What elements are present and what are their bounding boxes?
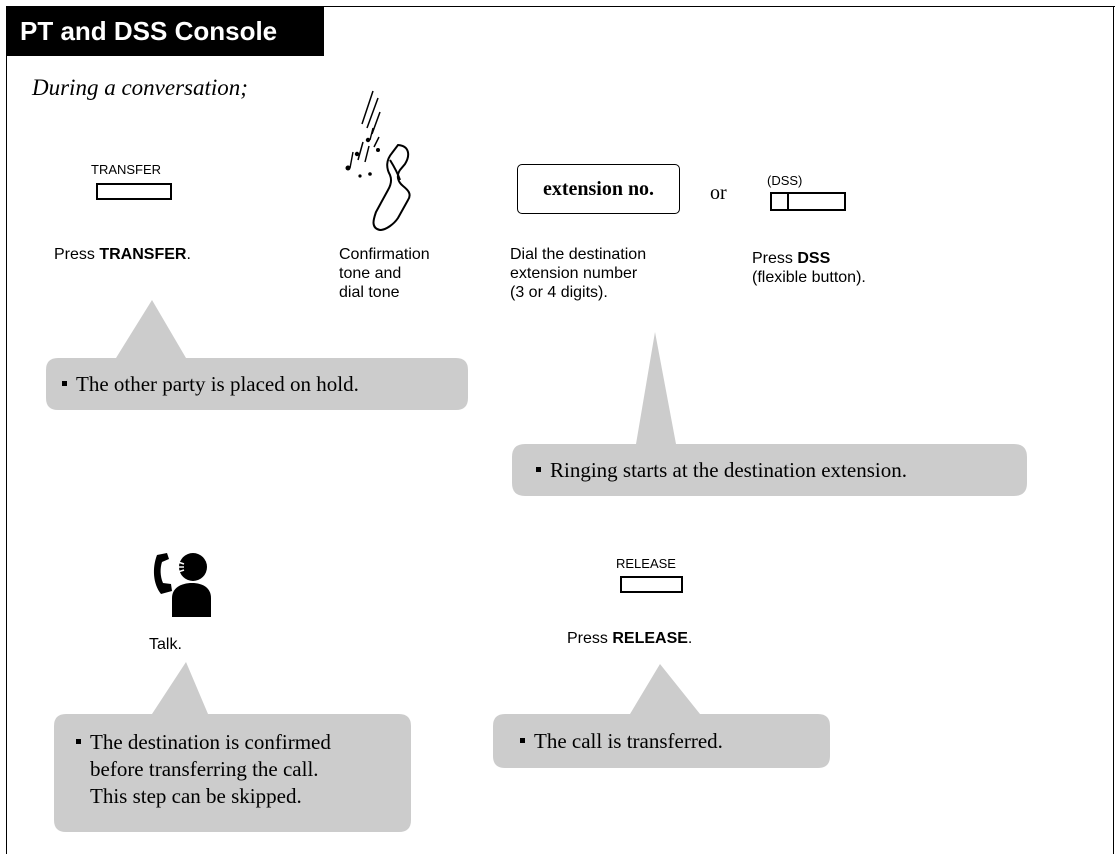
person-talking-on-phone-icon xyxy=(153,553,211,617)
or-text: or xyxy=(710,182,727,204)
note-destination-confirmed: The destination is confirmed before tran… xyxy=(76,729,331,810)
release-button[interactable] xyxy=(620,576,683,593)
note-call-transferred: The call is transferred. xyxy=(520,728,723,755)
dss-button-label: (DSS) xyxy=(767,173,803,188)
step-confirmation-tone: Confirmation tone and dial tone xyxy=(339,246,430,301)
transferred-bubble-shape xyxy=(493,664,830,768)
transfer-button-label: TRANSFER xyxy=(91,162,162,177)
dss-button[interactable] xyxy=(770,192,846,211)
intro-text: During a conversation; xyxy=(32,75,248,100)
step-press-release: Press RELEASE. xyxy=(567,630,693,647)
transfer-button[interactable] xyxy=(96,183,172,200)
note-placed-on-hold: The other party is placed on hold. xyxy=(62,371,359,398)
step-press-transfer: Press TRANSFER. xyxy=(54,246,191,263)
step-talk: Talk. xyxy=(149,636,182,653)
section-header: PT and DSS Console xyxy=(6,6,324,56)
ringing-bubble-shape xyxy=(512,332,1027,496)
handset-ringing-icon xyxy=(345,90,411,232)
confirm-bubble-shape xyxy=(54,662,411,832)
extension-number-key[interactable]: extension no. xyxy=(517,164,680,214)
step-press-dss: Press DSS (flexible button). xyxy=(752,250,866,286)
note-ringing-starts: Ringing starts at the destination extens… xyxy=(536,457,907,484)
hold-bubble-shape xyxy=(46,300,468,410)
release-button-label: RELEASE xyxy=(616,556,676,571)
step-dial-extension: Dial the destination extension number (3… xyxy=(510,246,647,301)
